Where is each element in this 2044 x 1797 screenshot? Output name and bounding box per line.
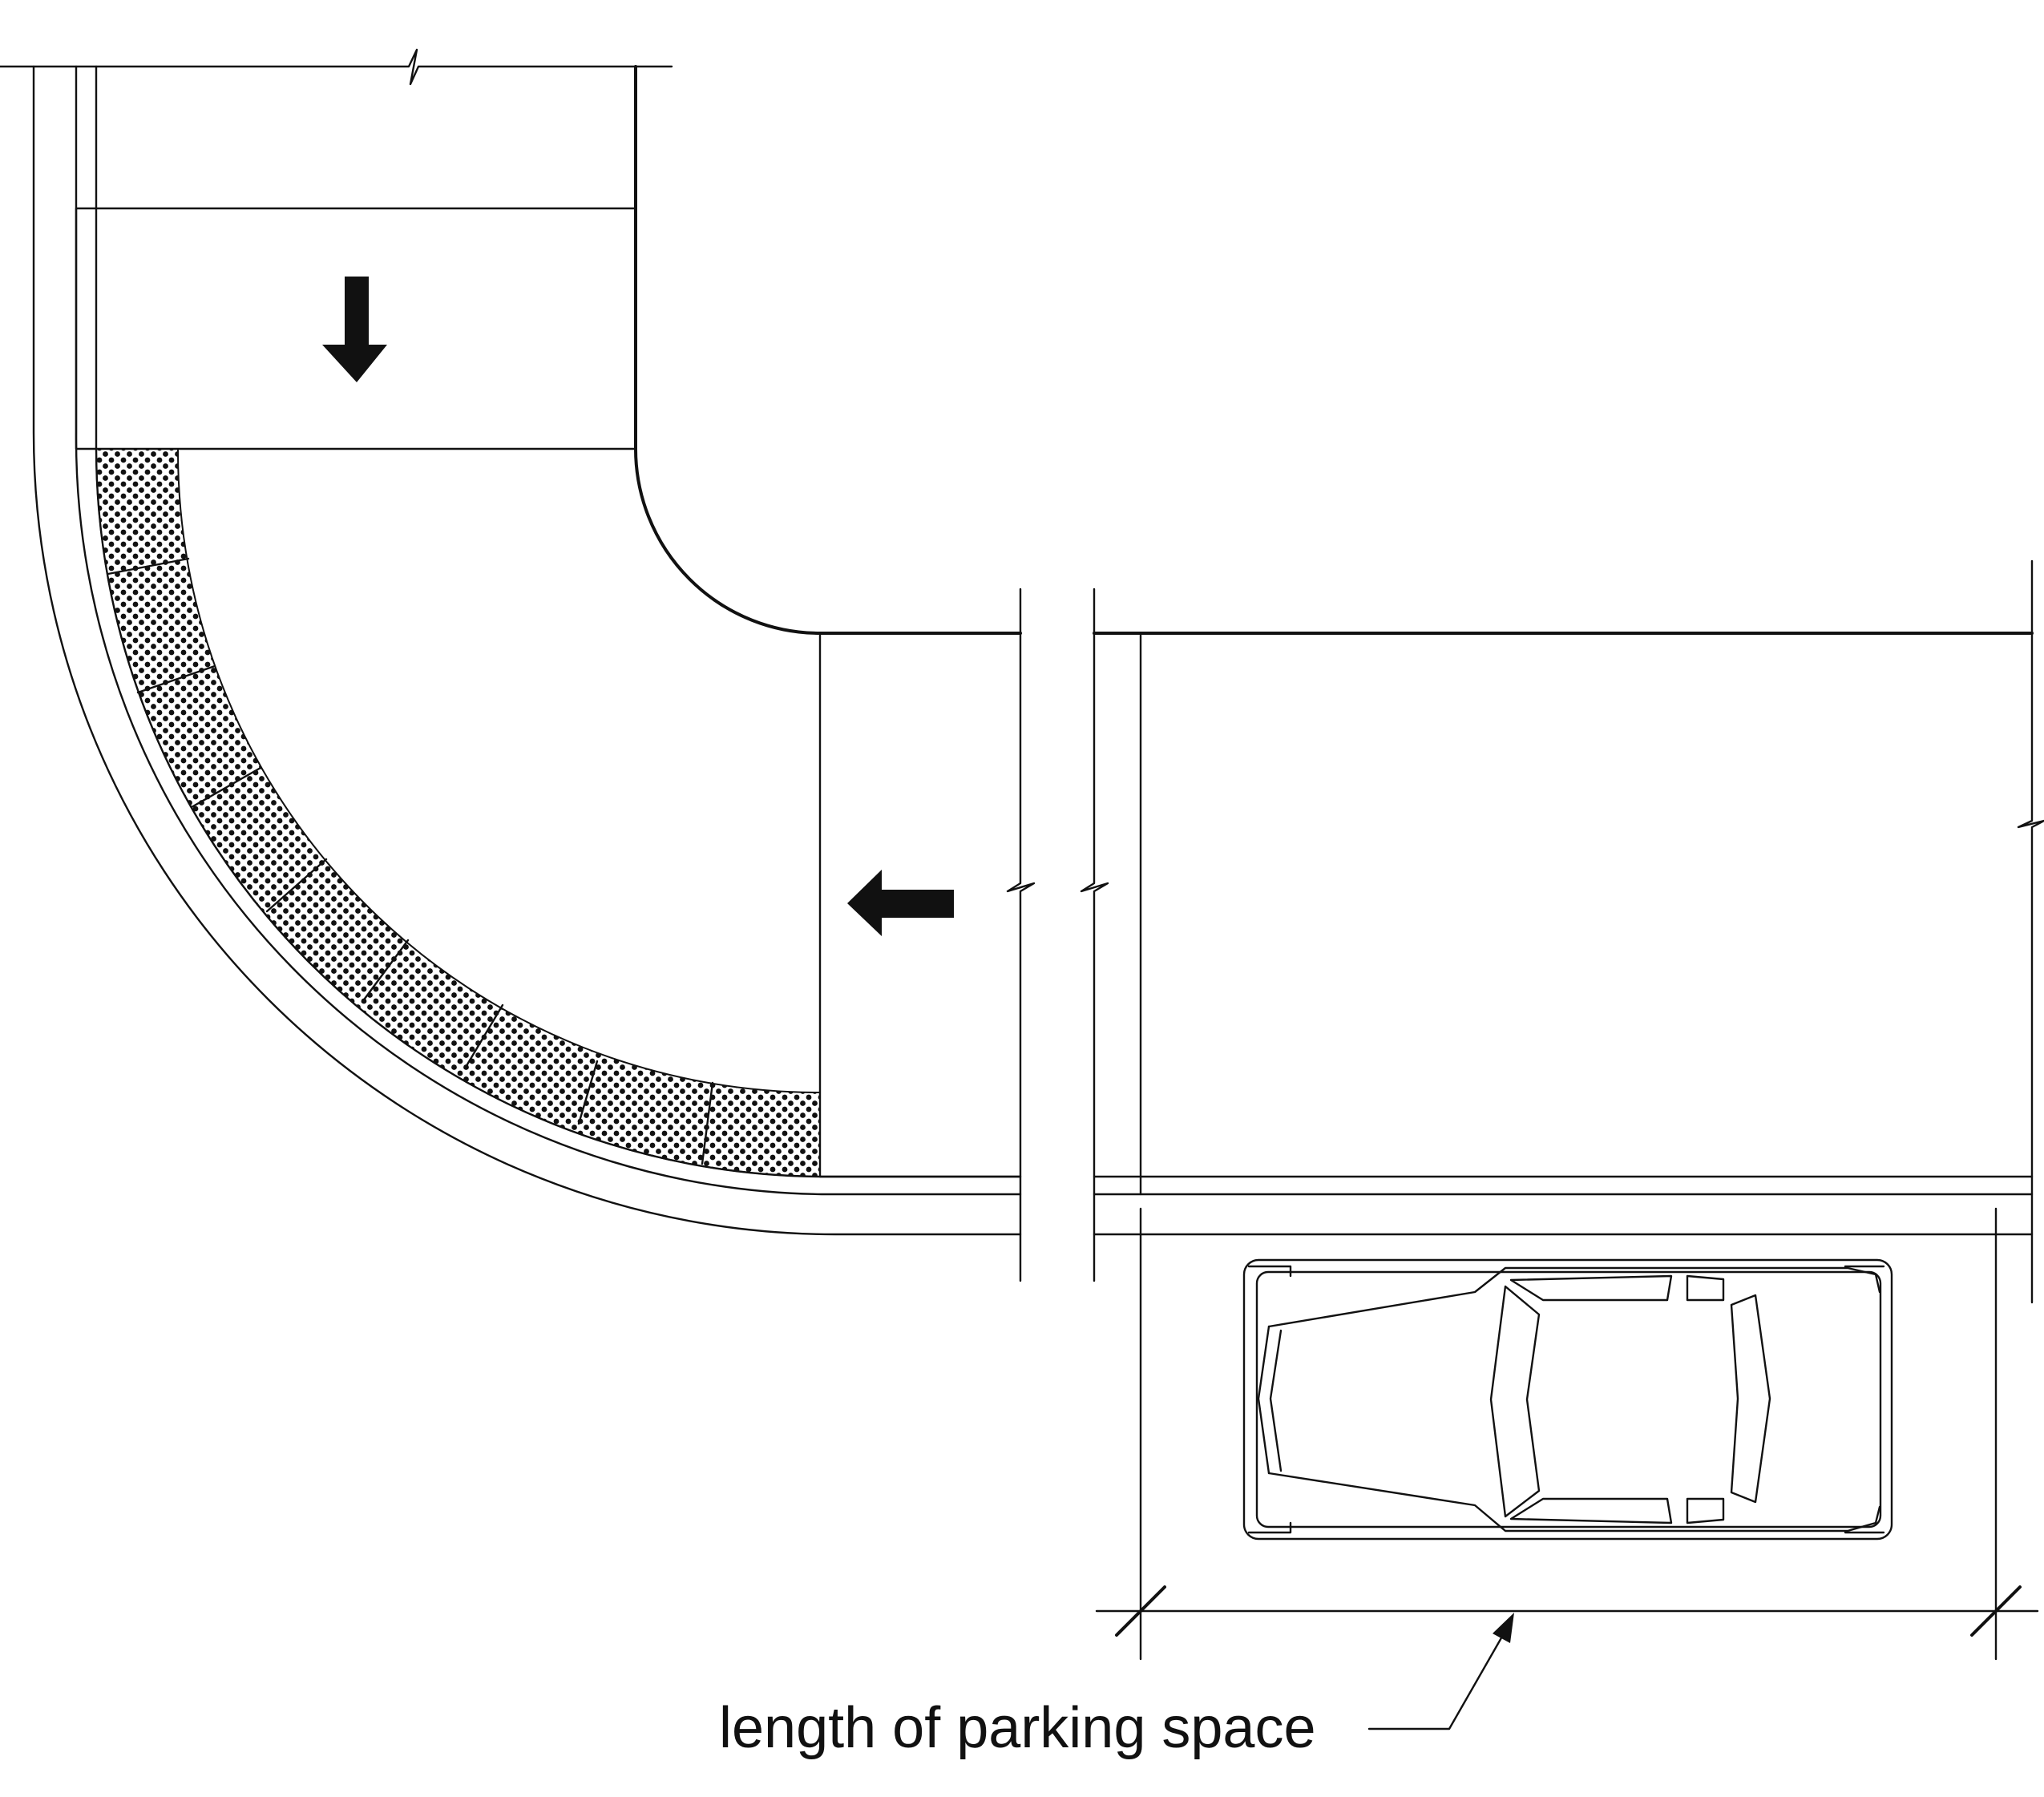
break-line-right: [1080, 588, 1109, 1282]
leader-arrow: [1367, 1613, 1514, 1730]
right-break-line: [2017, 559, 2044, 1304]
warning-surface-joints: [107, 557, 714, 1165]
break-line-left: [1006, 588, 1036, 1282]
sidewalk-edge-line: [95, 65, 1022, 1178]
arrow-left-icon: [847, 870, 954, 936]
curb-inner-line: [75, 65, 1022, 1196]
parking-space: [1139, 1207, 1998, 1661]
curb-outer-line: [32, 65, 1022, 1236]
arrow-down-icon: [322, 277, 387, 382]
parking-length-label: length of parking space: [719, 1696, 1316, 1760]
top-boundary-line: [0, 48, 673, 86]
detectable-warning-surface: [95, 448, 821, 1178]
dimension-line: [1095, 1585, 2039, 1637]
building-corner-line: [634, 65, 1022, 635]
car-icon: [1242, 1258, 1893, 1541]
